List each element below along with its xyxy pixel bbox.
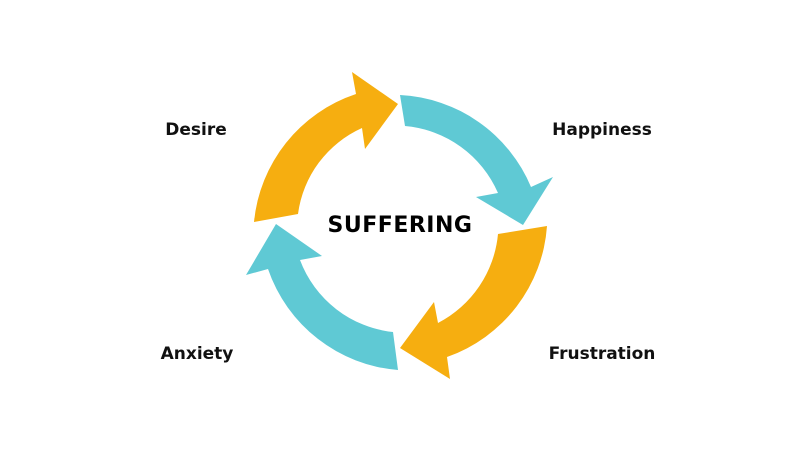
stage-label-anxiety: Anxiety xyxy=(161,344,234,364)
arrow-happiness-to-frustration xyxy=(400,95,553,225)
stage-label-happiness: Happiness xyxy=(552,120,652,140)
arrow-frustration-to-anxiety xyxy=(400,226,547,379)
stage-label-desire: Desire xyxy=(165,120,227,140)
arrow-anxiety-to-desire xyxy=(246,224,398,370)
center-title: SUFFERING xyxy=(328,213,473,238)
stage-label-frustration: Frustration xyxy=(549,344,656,364)
arrow-desire-to-happiness xyxy=(254,72,398,222)
